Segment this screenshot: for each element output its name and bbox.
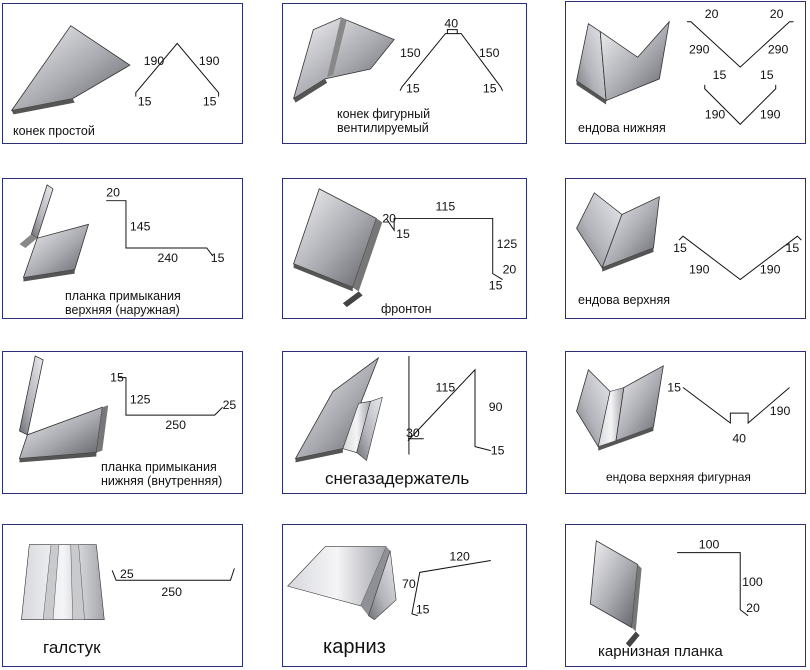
caption-endova-verkhnyaya: ендова верхняя: [578, 293, 670, 307]
svg-text:70: 70: [402, 577, 416, 591]
svg-text:250: 250: [165, 418, 186, 432]
svg-text:15: 15: [786, 241, 800, 255]
svg-text:190: 190: [144, 54, 165, 68]
item-endova-figurnaya: 15 190 40 ендова верхняя фигурная: [565, 351, 806, 494]
svg-text:190: 190: [705, 107, 726, 121]
svg-text:250: 250: [161, 585, 182, 599]
svg-text:190: 190: [689, 263, 710, 277]
planka-nizhnyaya-drawing: 15 125 25 250: [18, 355, 237, 463]
item-endova-nizhnyaya: 20 20 290 290 15 15 190 190 ендова нижня…: [565, 1, 806, 144]
svg-text:15: 15: [673, 241, 687, 255]
svg-text:15: 15: [396, 227, 410, 241]
planka-verkhnyaya-drawing: 20 145 240 15: [19, 184, 225, 282]
svg-text:40: 40: [732, 432, 746, 446]
item-galstuk: 25 250 галстук: [2, 524, 243, 667]
svg-text:20: 20: [770, 7, 784, 21]
svg-text:240: 240: [157, 251, 178, 265]
item-endova-verkhnyaya: 15 15 190 190 ендова верхняя: [565, 178, 806, 319]
caption-karniz: карниз: [323, 636, 386, 658]
svg-text:290: 290: [768, 42, 789, 56]
caption-galstuk: галстук: [43, 638, 101, 657]
caption-endova-nizhnyaya: ендова нижняя: [578, 121, 666, 135]
caption-konek-figurny: конек фигурный вентилируемый: [337, 107, 431, 135]
svg-text:100: 100: [699, 538, 720, 552]
svg-text:20: 20: [382, 211, 396, 225]
svg-text:15: 15: [713, 68, 727, 82]
svg-text:190: 190: [770, 404, 791, 418]
svg-text:90: 90: [489, 400, 503, 414]
svg-text:15: 15: [667, 380, 681, 394]
snegozaderzhatel-drawing: 115 90 30 15: [294, 355, 505, 463]
caption-fronton: фронтон: [381, 302, 432, 316]
caption-karniznaya-planka: карнизная планка: [598, 643, 723, 660]
item-konek-prostoy: 190 190 15 15 конек простой: [2, 3, 243, 144]
item-karniznaya-planka: 100 100 20 карнизная планка: [565, 524, 806, 667]
svg-text:15: 15: [483, 82, 497, 96]
galstuk-drawing: 25 250: [21, 544, 235, 620]
svg-text:15: 15: [416, 603, 430, 617]
fronton-drawing: 115 20 15 125 20 15: [293, 188, 518, 308]
endova-nizhnyaya-drawing: 20 20 290 290 15 15 190 190: [576, 7, 794, 125]
konek-figurny-drawing: 40 150 150 15 15: [292, 17, 504, 103]
svg-text:15: 15: [211, 251, 225, 265]
caption-konek-prostoy: конек простой: [13, 124, 95, 138]
svg-text:15: 15: [203, 95, 217, 109]
svg-text:15: 15: [491, 444, 505, 458]
svg-text:20: 20: [746, 601, 760, 615]
item-fronton: 115 20 15 125 20 15 фронтон: [282, 178, 527, 319]
endova-figurnaya-drawing: 15 190 40: [576, 365, 791, 451]
svg-text:20: 20: [705, 7, 719, 21]
svg-text:40: 40: [444, 17, 458, 31]
svg-text:125: 125: [497, 237, 518, 251]
item-snegozaderzhatel: 115 90 30 15 снегазадержатель: [282, 351, 527, 494]
svg-text:25: 25: [223, 398, 237, 412]
svg-text:290: 290: [689, 42, 710, 56]
svg-text:125: 125: [130, 392, 151, 406]
item-planka-verkhnyaya: 20 145 240 15 планка примыкания верхняя …: [2, 178, 243, 319]
svg-text:20: 20: [503, 263, 517, 277]
svg-text:145: 145: [130, 219, 151, 233]
karniznaya-planka-drawing: 100 100 20: [589, 538, 763, 648]
endova-verkhnyaya-drawing: 15 15 190 190: [576, 192, 802, 281]
svg-text:115: 115: [436, 380, 456, 394]
caption-planka-verkhnyaya: планка примыкания верхняя (наружная): [65, 289, 181, 317]
svg-text:15: 15: [406, 82, 420, 96]
svg-text:25: 25: [120, 567, 134, 581]
item-planka-nizhnyaya: 15 125 25 250 планка примыкания нижняя (…: [2, 351, 243, 494]
svg-text:115: 115: [436, 200, 456, 214]
caption-endova-figurnaya: ендова верхняя фигурная: [606, 470, 751, 484]
karniz-drawing: 120 70 15: [287, 546, 491, 621]
svg-text:20: 20: [106, 186, 120, 200]
svg-text:150: 150: [400, 46, 421, 60]
svg-text:120: 120: [449, 549, 470, 563]
item-konek-figurny: 40 150 150 15 15 конек фигурный вентилир…: [282, 3, 527, 144]
caption-planka-nizhnyaya: планка примыкания нижняя (внутренняя): [101, 460, 223, 488]
svg-text:15: 15: [760, 68, 774, 82]
svg-text:15: 15: [110, 371, 124, 385]
item-karniz: 120 70 15 карниз: [282, 524, 527, 667]
svg-text:15: 15: [489, 278, 503, 292]
konek-prostoy-drawing: 190 190 15 15: [10, 25, 220, 115]
svg-text:190: 190: [199, 54, 220, 68]
svg-text:15: 15: [138, 95, 152, 109]
svg-text:190: 190: [760, 263, 781, 277]
svg-text:30: 30: [406, 426, 420, 440]
svg-text:150: 150: [479, 46, 500, 60]
svg-text:100: 100: [742, 575, 763, 589]
caption-snegozaderzhatel: снегазадержатель: [325, 469, 470, 488]
svg-text:190: 190: [760, 107, 781, 121]
